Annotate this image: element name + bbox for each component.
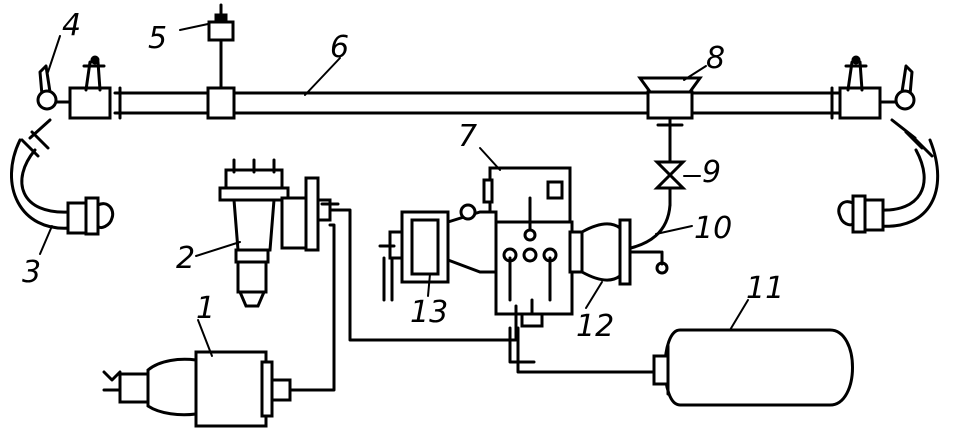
- right-hose: [837, 118, 940, 234]
- left-hose: [10, 118, 115, 236]
- air-reservoir: [652, 328, 854, 407]
- shutoff-valve: [653, 123, 687, 207]
- label-2: 2: [176, 241, 195, 276]
- label-9: 9: [702, 155, 721, 190]
- label-5: 5: [148, 21, 167, 56]
- label-10: 10: [694, 211, 732, 246]
- label-6: 6: [330, 30, 349, 65]
- label-4: 4: [62, 8, 81, 43]
- label-3: 3: [22, 255, 41, 290]
- pressure-regulator: [637, 76, 703, 127]
- connecting-pipes: [302, 202, 656, 392]
- diaphragm-chamber: [568, 218, 669, 286]
- compressor: [218, 158, 332, 308]
- label-1: 1: [196, 291, 215, 326]
- relay-valve: [378, 203, 498, 302]
- label-12: 12: [576, 309, 614, 344]
- tee-fitting: [206, 36, 236, 120]
- leader-lines: [39, 23, 749, 357]
- right-end-valve: [838, 55, 916, 120]
- unloader-valve: [102, 350, 306, 428]
- label-7: 7: [458, 119, 477, 154]
- label-8: 8: [706, 41, 725, 76]
- label-11: 11: [746, 271, 784, 306]
- gauge-device: [207, 3, 235, 42]
- left-end-valve: [36, 55, 112, 120]
- label-13: 13: [410, 295, 448, 330]
